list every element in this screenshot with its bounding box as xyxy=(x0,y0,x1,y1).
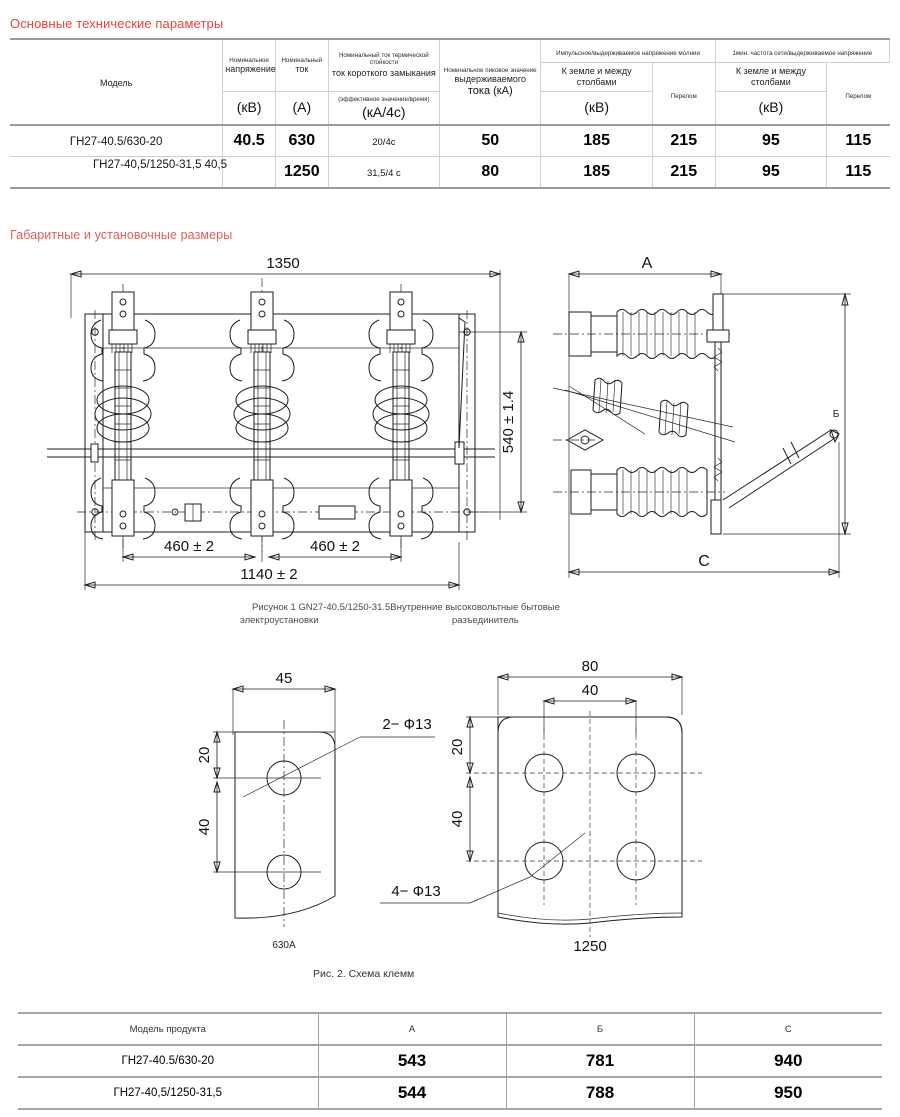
th-peak-current: Номинальное пиковое значение выдерживаем… xyxy=(439,38,542,126)
dim-spacing-40: 40 xyxy=(196,819,213,836)
side-view-drawing: А xyxy=(552,252,885,597)
cell-lightning-earth: 185 xyxy=(540,124,653,157)
th-lightning-fracture: Перелом xyxy=(651,62,716,126)
th-powerfreq-kv: (кВ) xyxy=(714,91,828,126)
figure1-caption-line2: электроустановки xyxy=(240,615,319,626)
dim-overall-height: 540 ± 1.4 xyxy=(500,391,517,453)
th-dim-c: С xyxy=(693,1012,882,1046)
th-powerfreq-fracture: Перелом xyxy=(826,62,890,126)
dim-edge-20: 20 xyxy=(196,747,213,764)
figure1-caption: Рисунок 1 GN27-40.5/1250-31.5Внутренние … xyxy=(252,602,560,613)
cell-lightning-earth: 185 xyxy=(540,156,653,189)
th-lightning-group: Импульсное/выдерживаемое напряжение молн… xyxy=(540,38,716,63)
cell-short-circuit: 31,5/4 с xyxy=(327,156,441,189)
terminal-630-label: 630А xyxy=(272,940,296,951)
th-lightning-kv: (кВ) xyxy=(540,91,653,126)
cell-model: ГН27-40,5/1250-31,5 xyxy=(18,1077,318,1110)
hole-note-1250: 4− Ф13 xyxy=(391,883,440,900)
th-powerfreq-earth: К земле и между столбами xyxy=(714,62,828,92)
cell-dim-c: 950 xyxy=(693,1077,882,1110)
th-dim-b: Б xyxy=(505,1012,694,1046)
cell-lightning-fracture: 215 xyxy=(651,156,716,189)
cell-dim-a: 543 xyxy=(317,1045,506,1078)
cell-dim-c: 940 xyxy=(693,1045,882,1078)
cell-model: ГН27-40,5/1250-31,5 40,5 xyxy=(10,156,224,189)
th-model: Модель xyxy=(10,38,224,126)
dim-b: Б xyxy=(833,409,840,420)
table-row: ГН27-40,5/1250-31,5 40,5 1250 31,5/4 с 8… xyxy=(10,156,890,189)
cell-current: 1250 xyxy=(274,156,329,189)
dim-width-45: 45 xyxy=(276,670,293,687)
cell-power-fracture: 115 xyxy=(826,124,890,157)
cell-voltage: 40.5 xyxy=(222,124,276,157)
th-product-model: Модель продукта xyxy=(18,1012,318,1046)
dim-spacing-40: 40 xyxy=(449,811,466,828)
terminal-1250-label: 1250 xyxy=(573,938,606,955)
figure1-caption-line3: разъединитель xyxy=(452,615,519,626)
dim-pitch-right: 460 ± 2 xyxy=(310,538,360,555)
table-row: ГН27-40.5/630-20 40.5 630 20/4с 50 185 2… xyxy=(10,124,890,157)
cell-dim-b: 781 xyxy=(505,1045,694,1078)
section-title-specs: Основные технические параметры xyxy=(10,16,224,31)
cell-current: 630 xyxy=(274,124,329,157)
cell-power-earth: 95 xyxy=(714,156,828,189)
dim-base-width: 1140 ± 2 xyxy=(240,566,297,583)
cell-voltage xyxy=(222,156,276,189)
th-voltage-unit: (кВ) xyxy=(222,91,276,125)
th-powerfreq-group: 1мин. частота сети/выдерживаемое напряже… xyxy=(714,38,891,63)
table-header-row: Модель продукта А Б С xyxy=(18,1012,882,1046)
spec-table: Модель Номинальное напряжение Номинальны… xyxy=(10,38,891,189)
dim-edge-20: 20 xyxy=(449,739,466,756)
table-row: ГН27-40.5/630-20 543 781 940 xyxy=(18,1045,882,1078)
cell-power-earth: 95 xyxy=(714,124,828,157)
dim-c: С xyxy=(698,553,710,570)
dimension-table: Модель продукта А Б С ГН27-40.5/630-20 5… xyxy=(18,1012,882,1110)
cell-model: ГН27-40.5/630-20 xyxy=(18,1045,318,1078)
th-rated-voltage: Номинальное напряжение xyxy=(222,38,276,92)
dim-pitch-left: 460 ± 2 xyxy=(164,538,214,555)
cell-power-fracture: 115 xyxy=(826,156,890,189)
terminal-1250-drawing: 80 40 20 40 xyxy=(380,655,730,960)
dim-a: А xyxy=(642,255,653,272)
th-dim-a: А xyxy=(317,1012,506,1046)
cell-short-circuit: 20/4с xyxy=(327,124,441,157)
th-current-unit: (А) xyxy=(274,91,329,125)
th-shortcircuit-unit: (эффективное значение/время) (кА/4с) xyxy=(327,91,441,125)
dim-overall-width: 1350 xyxy=(266,255,299,272)
cell-model: ГН27-40.5/630-20 xyxy=(10,124,224,157)
th-short-circuit: Номинальный ток термической стойкости то… xyxy=(327,38,441,92)
th-rated-current: Номинальный ток xyxy=(274,38,329,92)
table-row: ГН27-40,5/1250-31,5 544 788 950 xyxy=(18,1077,882,1110)
section-title-dimensions: Габаритные и установочные размеры xyxy=(10,228,233,242)
th-lightning-earth: К земле и между столбами xyxy=(540,62,653,92)
cell-peak: 80 xyxy=(439,156,542,189)
front-view-drawing: 1350 xyxy=(47,252,545,597)
cell-lightning-fracture: 215 xyxy=(651,124,716,157)
dim-width-80: 80 xyxy=(582,658,599,675)
cell-dim-a: 544 xyxy=(317,1077,506,1110)
terminal-630-drawing: 45 20 40 2− Ф13 630А xyxy=(185,665,435,955)
cell-dim-b: 788 xyxy=(505,1077,694,1110)
cell-peak: 50 xyxy=(439,124,542,157)
hole-note-630: 2− Ф13 xyxy=(382,716,431,733)
dim-pitch-40: 40 xyxy=(582,682,599,699)
figure2-caption: Рис. 2. Схема клемм xyxy=(313,968,415,980)
